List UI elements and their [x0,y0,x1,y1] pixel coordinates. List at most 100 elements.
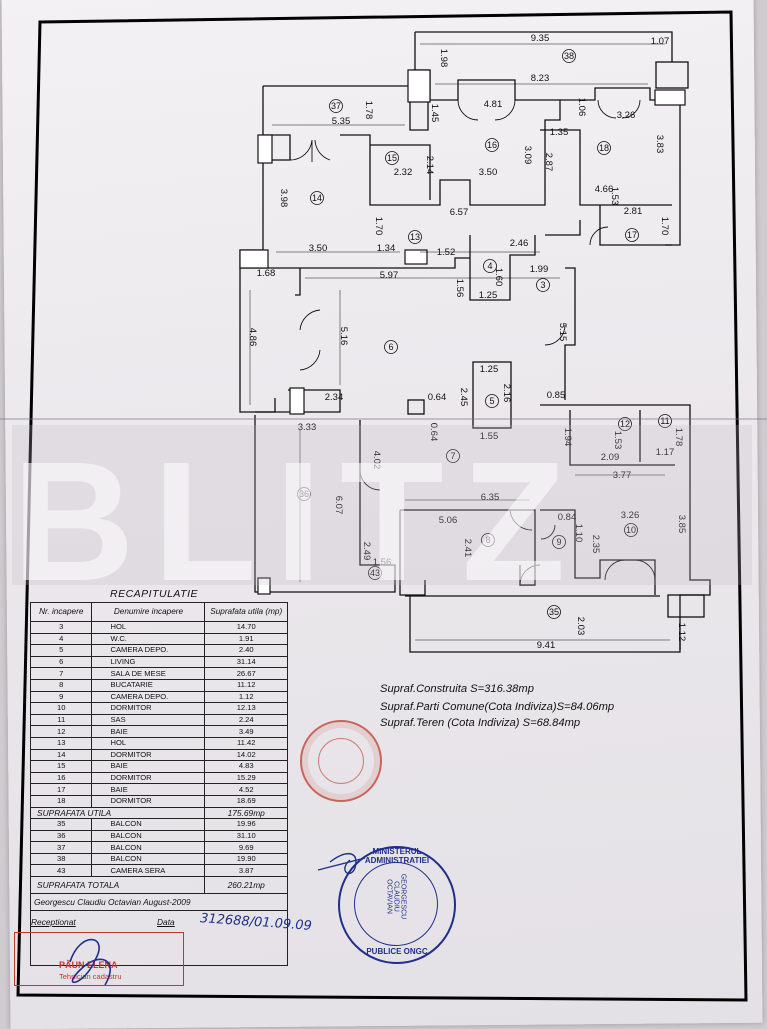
suprafata-cell: 31.14 [204,655,288,669]
dimension-label: 5.06 [439,515,458,526]
dimension-lines [249,43,670,641]
svg-text:5: 5 [489,396,494,406]
dimension-label: 6.57 [450,207,469,218]
dimension-label: 3.83 [654,135,665,154]
dimension-label: 1.10 [573,524,584,543]
suprafata-cell: 4.83 [204,760,288,773]
denumire-cell: BALCON [91,818,206,831]
svg-text:4: 4 [487,261,492,271]
dimension-label: 2.45 [458,388,469,407]
dimension-label: 1.99 [530,264,549,275]
dimension-label: 3.09 [522,146,533,165]
suprafata-cell: 11.42 [204,736,288,750]
dimension-label: 1.25 [479,290,498,301]
blue-stamp-bottom-text: PUBLICE ONGC [366,947,428,956]
denumire-cell: DORMITOR [91,771,206,785]
svg-text:18: 18 [599,143,609,153]
dimension-label: 2.09 [601,452,620,463]
suprafata-cell: 14.02 [204,748,288,762]
suprafata-cell: 3.87 [204,864,288,878]
dimension-label: 5.15 [557,323,568,342]
blue-stamp-top-text: MINISTERUL ADMINISTRATIEI [364,847,430,865]
denumire-cell: DORMITOR [91,702,206,715]
suprafata-totala-value: 260.21mp [204,876,288,895]
nr-cell: 36 [29,829,93,843]
dimension-label: 1.06 [576,98,587,117]
dimension-label: 1.56 [373,557,392,568]
dimension-label: 0.64 [428,423,439,442]
room-number-15: 15 [385,151,399,165]
nr-cell: 12 [29,725,93,738]
suprafata-utila-label: SUPRAFATA UTILA [29,806,206,820]
dimension-label: 3.85 [676,515,687,534]
nr-cell: 38 [29,852,93,866]
wall-blocks [239,69,686,595]
blue-stamp-center-text: GEORGESCU CLAUDIU OCTAVIAN [385,873,407,920]
watermark-band [12,425,752,585]
nr-cell: 43 [29,864,93,878]
dimension-label: 1.52 [437,247,456,258]
denumire-cell: BUCATARIE [91,678,206,692]
nr-cell: 18 [29,794,93,808]
dimension-label: 3.50 [479,167,498,178]
dimension-label: 1.07 [651,36,670,47]
dimension-label: 0.84 [558,512,577,523]
suprafata-cell: 4.52 [204,783,288,796]
receptionat-label: Receptionat [31,917,76,928]
red-round-stamp [300,720,382,802]
dimension-label: 1.25 [480,364,499,375]
svg-text:13: 13 [410,232,420,242]
dimension-label: 1.34 [377,243,396,254]
dimension-label: 1.70 [373,217,384,236]
recap-table: Nr. incapere Denumire incapere Suprafata… [29,602,288,967]
svg-text:38: 38 [564,51,574,61]
dimension-label: 1.53 [609,187,620,206]
dimension-label: 5.16 [338,327,349,346]
suprafata-cell: 12.13 [204,702,288,715]
suprafata-cell: 19.90 [204,852,288,866]
room-number-12: 12 [618,417,632,431]
dimension-label: 1.78 [673,428,684,447]
dimension-label: 3.50 [309,243,328,254]
suprafata-cell: 1.91 [204,632,288,646]
room-number-16: 16 [485,138,499,152]
svg-text:17: 17 [627,230,637,240]
nr-cell: 37 [29,841,93,854]
dimension-label: 3.33 [298,422,317,433]
dimension-label: 1.94 [562,428,573,447]
nr-cell: 13 [29,736,93,750]
denumire-cell: DORMITOR [91,748,206,762]
nr-cell: 16 [29,771,93,785]
nr-cell: 35 [29,818,93,831]
suprafata-cell: 15.29 [204,771,288,785]
dimension-label: 5.35 [332,116,351,127]
paper-fold [0,418,767,420]
dimension-label: 1.70 [659,217,670,236]
dimension-label: 2.35 [590,535,601,554]
room-number-13: 13 [408,230,422,244]
dimension-label: 1.98 [438,49,449,68]
svg-text:35: 35 [549,607,559,617]
dimension-label: 4.81 [484,99,503,110]
suprafata-cell: 2.24 [204,713,288,727]
suprafata-cell: 31.10 [204,829,288,843]
room-number-10: 10 [624,523,638,537]
room-number-36: 36 [297,487,311,501]
dimension-label: 1.17 [656,447,675,458]
room-number-18: 18 [597,141,611,155]
nr-cell: 9 [29,690,93,704]
nr-cell: 14 [29,748,93,762]
room-number-17: 17 [625,228,639,242]
svg-text:36: 36 [299,489,309,499]
dimension-label: 2.34 [325,392,344,403]
